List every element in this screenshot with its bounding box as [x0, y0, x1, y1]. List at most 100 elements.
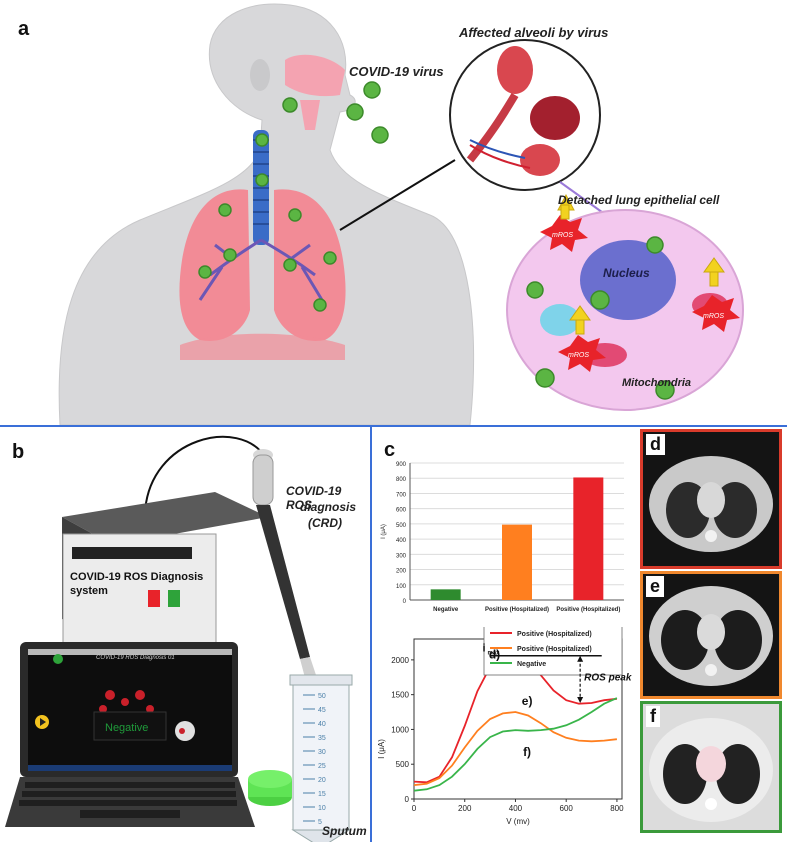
app-result: Negative	[105, 722, 148, 734]
left-lung	[179, 189, 250, 341]
y-tick-label: 300	[396, 553, 407, 559]
arrow-head-up	[577, 655, 584, 662]
y-tick-label: 400	[396, 538, 407, 544]
y-tick-label: 900	[396, 462, 407, 468]
legend-label: Positive (Hospitalized)	[517, 631, 592, 638]
covid-virus-label: COVID-19 virus	[349, 64, 444, 79]
panel-letter-e: e	[646, 576, 665, 597]
ct-scan-f: f	[640, 701, 782, 833]
x-tick-label: Positive (Hospitalized)	[485, 607, 549, 613]
tube-mark: 15	[318, 791, 326, 798]
x-tick-label: Negative	[433, 607, 459, 613]
y-tick-label: 1500	[391, 691, 409, 700]
series-line	[413, 711, 617, 786]
mitochondria-label: Mitochondria	[622, 377, 692, 389]
sputum-tube	[292, 681, 350, 831]
legend-label: Positive (Hospitalized)	[517, 646, 592, 653]
panel-letter-d: d	[646, 434, 665, 455]
divider-horizontal	[0, 425, 787, 427]
device-setup-illustration: 50 45 40 35 30 25 20 15 10 5 COVID-19 RO…	[5, 435, 353, 842]
x-tick-label: Positive (Hospitalized)	[556, 607, 620, 613]
y-tick-label: 800	[396, 477, 407, 483]
legend-box	[483, 627, 623, 676]
alveoli-zoom-circle	[449, 39, 601, 191]
bar	[430, 589, 461, 600]
y-tick-label: 0	[405, 795, 410, 804]
mros-text-1: mROS	[552, 232, 573, 239]
y-tick-label: 200	[396, 569, 407, 575]
x-tick-label: 400	[509, 804, 523, 813]
device-label-line2: system	[70, 585, 108, 597]
right-lung	[274, 189, 346, 341]
crd-probe	[252, 449, 320, 689]
y-tick-label: 500	[396, 760, 410, 769]
bar	[573, 477, 604, 600]
ct-scan-d: d	[640, 429, 782, 569]
y-tick-label: 700	[396, 492, 407, 498]
human-anatomy-illustration: mROS mROS mROS	[58, 3, 744, 425]
series-line	[413, 697, 618, 792]
tube-mark: 10	[318, 805, 326, 812]
mros-text-2: mROS	[703, 313, 724, 320]
panel-letter-f: f	[646, 706, 660, 727]
x-tick-label: 0	[412, 804, 417, 813]
tube-mark: 30	[318, 749, 326, 756]
y-tick-label: 2000	[391, 656, 409, 665]
arrow-head-down	[577, 697, 584, 703]
alveoli-illustration	[466, 46, 580, 176]
ct-image-d	[643, 432, 779, 566]
alveoli-label: Affected alveoli by virus	[459, 25, 609, 40]
mros-text-3: mROS	[568, 352, 589, 359]
probe-label-line2: diagnosis	[300, 500, 357, 514]
ct-image-e	[643, 574, 779, 696]
tube-mark: 5	[318, 819, 322, 826]
tube-mark: 50	[318, 693, 326, 700]
cell-label: Detached lung epithelial cell	[558, 193, 720, 207]
virus-particles	[198, 81, 389, 312]
panel-letter-a: a	[18, 18, 30, 40]
x-tick-label: 800	[610, 804, 624, 813]
y-tick-label: 100	[396, 584, 407, 590]
y-axis-label: I (μA)	[377, 739, 386, 759]
panel-b: b	[0, 427, 370, 842]
series-annotation: f)	[523, 745, 531, 759]
y-tick-label: 0	[403, 599, 407, 605]
legend-label: Negative	[517, 661, 546, 668]
probe-label-line1: COVID-19 ROS	[286, 484, 342, 512]
legend: Positive (Hospitalized) Positive (Hospita…	[483, 627, 623, 676]
tube-mark: 40	[318, 721, 326, 728]
divider-vertical	[370, 427, 372, 842]
series-annotation: e)	[522, 694, 533, 708]
imax-label: i	[482, 643, 485, 655]
bar	[502, 524, 532, 600]
tube-mark: 20	[318, 777, 326, 784]
sputum-label: Sputum	[322, 824, 367, 838]
ros-peak-label: ROS peak	[584, 673, 632, 684]
device-label-line1: COVID-19 ROS Diagnosis	[70, 571, 204, 583]
x-axis-label: V (mv)	[506, 817, 530, 826]
y-tick-label: 500	[396, 523, 407, 529]
y-tick-label: 1000	[391, 725, 409, 734]
mros-bursts	[540, 215, 740, 372]
nasal-cavity	[285, 54, 345, 97]
imax-subscript: max	[487, 651, 500, 657]
panel-letter-c: c	[384, 439, 396, 461]
x-tick-label: 200	[458, 804, 472, 813]
tube-mark: 45	[318, 707, 326, 714]
y-axis-label: I (μA)	[381, 524, 387, 539]
panel-c: c 0 100 200 300 400 500 600 700 800 900 I (μA) Nega…	[372, 427, 634, 842]
tube-mark: 35	[318, 735, 326, 742]
app-title: COVID-19 ROS Diagnosis 01	[96, 655, 175, 661]
panel-a: a	[18, 3, 744, 425]
nucleus-shape	[580, 240, 676, 320]
panel-letter-b: b	[12, 441, 25, 463]
series-annotation: d)	[489, 647, 500, 661]
x-tick-label: 600	[560, 804, 574, 813]
nucleus-label: Nucleus	[603, 266, 650, 280]
probe-label-line3: (CRD)	[308, 516, 342, 530]
ct-image-f	[643, 704, 779, 830]
tube-mark: 25	[318, 763, 326, 770]
line-chart: 0 500 1000 1500 2000 0 200 400 600 800 V (mv) I (μA…	[377, 627, 632, 826]
ct-scan-e: e	[640, 571, 782, 699]
